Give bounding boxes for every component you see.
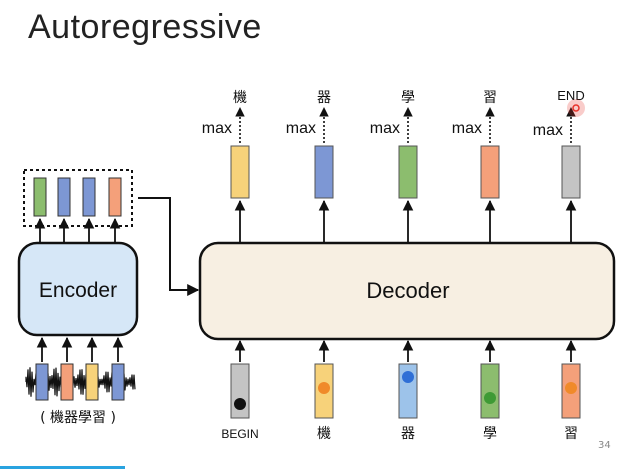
laser-pointer [567, 99, 585, 117]
slide-title: Autoregressive [28, 8, 262, 46]
max-label: max [370, 120, 400, 137]
one-hot-dot [234, 398, 246, 410]
decoder-output-label: 器 [317, 90, 331, 106]
decoder-input-label: 學 [483, 426, 497, 442]
input-token-vector [480, 363, 500, 419]
output-distribution-vector [480, 145, 500, 199]
one-hot-dot [484, 392, 496, 404]
decoder-input-label: 機 [317, 426, 331, 442]
decoder-input-label: BEGIN [221, 427, 258, 441]
laser-pointer-dot [572, 104, 580, 112]
accent-line [0, 466, 125, 469]
encoder-output-vector [57, 177, 71, 217]
output-distribution-vector [230, 145, 250, 199]
output-distribution-vector [314, 145, 334, 199]
encoder-output-frame [23, 169, 133, 227]
decoder-output-label: 學 [401, 90, 415, 106]
encoder-input-vector [85, 363, 99, 401]
encoder-block [17, 241, 139, 337]
page-number: 34 [598, 440, 611, 451]
decoder-output-label: 習 [483, 90, 497, 106]
encoder-label: Encoder [39, 279, 117, 302]
max-label: max [286, 120, 316, 137]
encoder-input-vector [35, 363, 49, 401]
decoder-label: Decoder [366, 278, 449, 303]
one-hot-dot [565, 382, 577, 394]
decoder-output-label: 機 [233, 90, 247, 106]
one-hot-dot [318, 382, 330, 394]
encoder-decoder-connector [138, 197, 200, 296]
encoder-input-vector [111, 363, 125, 401]
decoder-block [198, 241, 616, 341]
decoder-output-label: END [557, 88, 584, 103]
output-distribution-vector [561, 145, 581, 199]
decoder-input-label: 習 [564, 426, 578, 442]
output-distribution-vector [398, 145, 418, 199]
encoder-output-vector [33, 177, 47, 217]
max-label: max [533, 122, 563, 139]
decoder-input-label: 器 [401, 426, 415, 442]
encoder-output-vector [108, 177, 122, 217]
encoder-input-vector [60, 363, 74, 401]
audio-caption: ( 機器學習 ) [40, 410, 116, 426]
max-label: max [452, 120, 482, 137]
one-hot-dot [402, 371, 414, 383]
encoder-output-vector [82, 177, 96, 217]
max-label: max [202, 120, 232, 137]
